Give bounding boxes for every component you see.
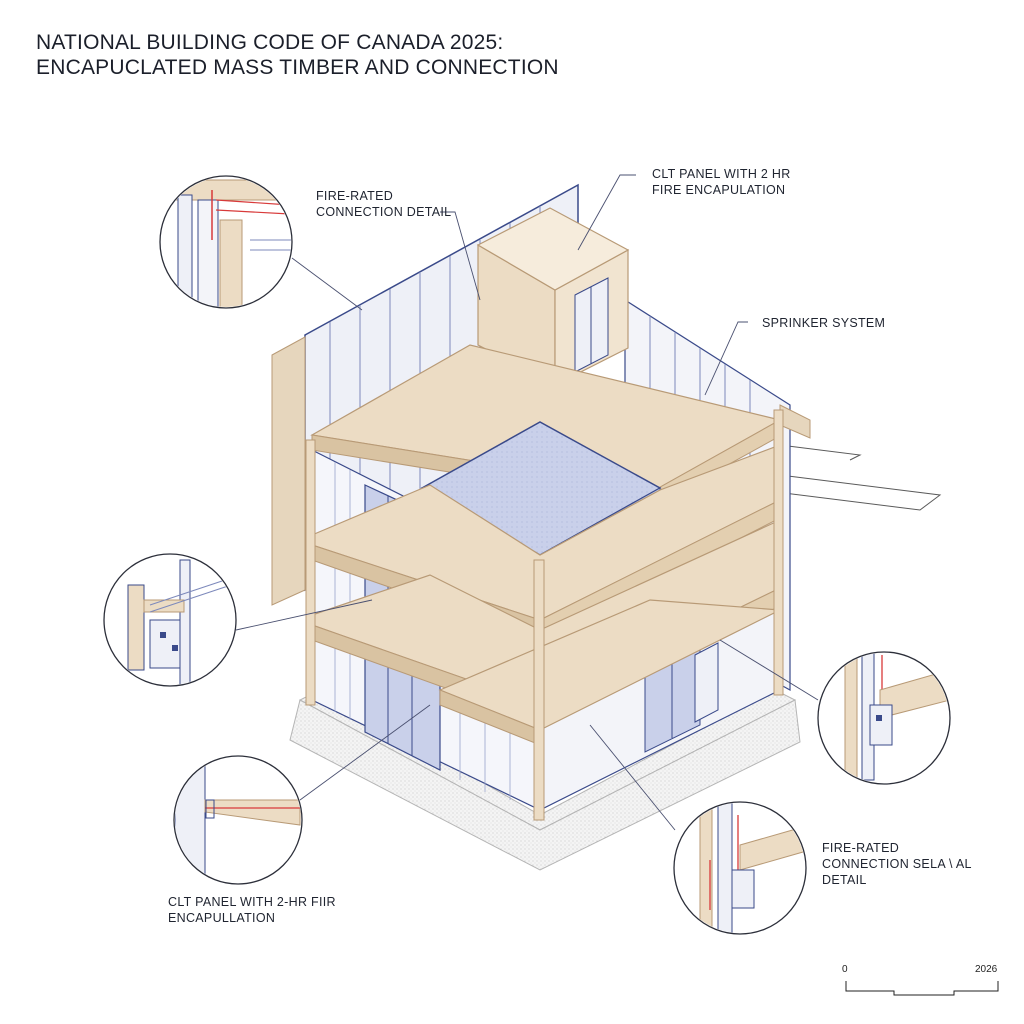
scale-bar	[845, 981, 999, 996]
callout-line: SPRINKER SYSTEM	[762, 316, 886, 330]
detail-bubble-mid-right	[817, 651, 951, 785]
callout-line: FIRE ENCAPULATION	[652, 183, 786, 197]
detail-bubble-mid-left	[103, 553, 237, 687]
scale-start-label: 0	[842, 964, 848, 975]
callout-clt-panel-top: CLT PANEL WITH 2 HR FIRE ENCAPULATION	[652, 166, 791, 198]
detail-bubble-bottom-right	[673, 801, 807, 935]
detail-bubble-bottom-left	[173, 755, 303, 885]
scale-end-label: 2026	[975, 964, 998, 975]
timber-columns	[305, 409, 784, 821]
callout-line: FIRE-RATED	[822, 841, 900, 855]
title-line-1: NATIONAL BUILDING CODE OF CANADA 2025:	[36, 31, 504, 54]
detail-bubble-top-left	[159, 175, 293, 309]
callout-line: CONNECTION DETAIL	[316, 205, 452, 219]
callout-sprinkler: SPRINKER SYSTEM	[762, 315, 885, 331]
callout-line: CLT PANEL WITH 2 HR	[652, 167, 791, 181]
sheet-title: NATIONAL BUILDING CODE OF CANADA 2025: E…	[36, 30, 559, 80]
callout-fire-rated-connection: FIRE-RATED CONNECTION DETAIL	[316, 188, 451, 220]
callout-connection-seal: FIRE-RATED CONNECTION SELA \ AL DETAIL	[822, 840, 972, 888]
callout-line: CONNECTION SELA \ AL	[822, 857, 972, 871]
callout-line: CLT PANEL WITH 2-HR FIIR	[168, 895, 336, 909]
callout-line: FIRE-RATED	[316, 189, 394, 203]
site-lines	[759, 444, 942, 511]
callout-line: DETAIL	[822, 873, 867, 887]
callout-clt-panel-bottom: CLT PANEL WITH 2-HR FIIR ENCAPULLATION	[168, 894, 336, 926]
leader-lines	[235, 174, 819, 831]
stair-core	[476, 207, 630, 386]
title-line-2: ENCAPUCLATED MASS TIMBER AND CONNECTION	[36, 56, 559, 79]
callout-line: ENCAPULLATION	[168, 911, 276, 925]
